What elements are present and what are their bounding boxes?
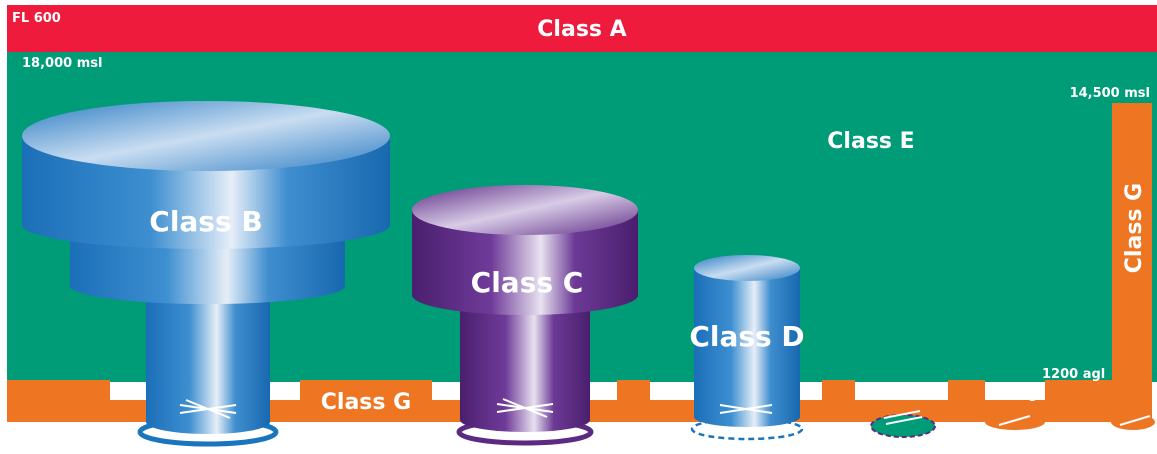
class-g-column-label: Class G — [1122, 183, 1147, 273]
class-d-airspace — [690, 255, 804, 441]
class-e-surface-area — [870, 410, 936, 438]
class-b-label: Class B — [149, 205, 262, 238]
altitude-18000-label: 18,000 msl — [22, 56, 102, 71]
class-a-label: Class A — [537, 17, 626, 42]
altitude-1200-agl-label: 1200 agl — [1042, 367, 1105, 382]
class-a-band — [7, 5, 1157, 52]
fl600-label: FL 600 — [12, 11, 61, 26]
class-e-label: Class E — [827, 129, 914, 154]
altitude-700-agl-label: 700 agl — [988, 387, 1042, 402]
class-d-label: Class D — [689, 320, 804, 353]
altitude-14500-label: 14,500 msl — [1070, 86, 1150, 101]
class-g-ground-label: Class G — [321, 390, 411, 415]
class-c-airspace — [412, 185, 638, 446]
class-c-label: Class C — [471, 266, 584, 299]
class-e-1200-agl-airport — [1111, 414, 1155, 430]
class-e-700-agl-airport — [985, 414, 1045, 430]
class-b-airspace — [22, 101, 390, 447]
